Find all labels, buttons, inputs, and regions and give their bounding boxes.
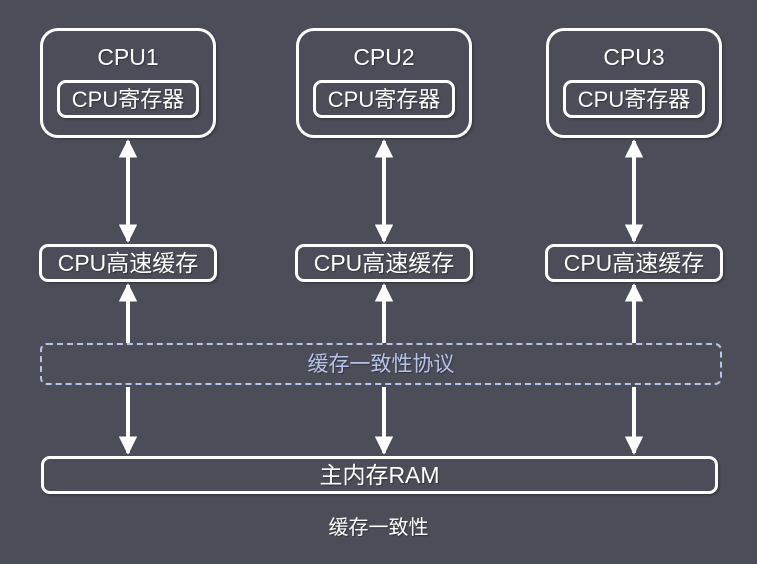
cpu-label-3: CPU3 — [603, 44, 665, 70]
register-box-3: CPU寄存器 — [563, 80, 705, 118]
cache-box-1: CPU高速缓存 — [39, 244, 217, 282]
cache-box-2: CPU高速缓存 — [295, 244, 473, 282]
cpu-label-1: CPU1 — [97, 44, 159, 70]
cache-box-3: CPU高速缓存 — [545, 244, 723, 282]
cpu-box-1: CPU1 CPU寄存器 — [40, 28, 216, 138]
cpu-label-2: CPU2 — [353, 44, 415, 70]
ram-box: 主内存RAM — [41, 456, 718, 494]
diagram-caption: 缓存一致性 — [328, 517, 429, 539]
cpu-box-3: CPU3 CPU寄存器 — [546, 28, 722, 138]
register-box-2: CPU寄存器 — [313, 80, 455, 118]
register-box-1: CPU寄存器 — [57, 80, 199, 118]
cpu-box-2: CPU2 CPU寄存器 — [296, 28, 472, 138]
protocol-box: 缓存一致性协议 — [40, 343, 722, 385]
